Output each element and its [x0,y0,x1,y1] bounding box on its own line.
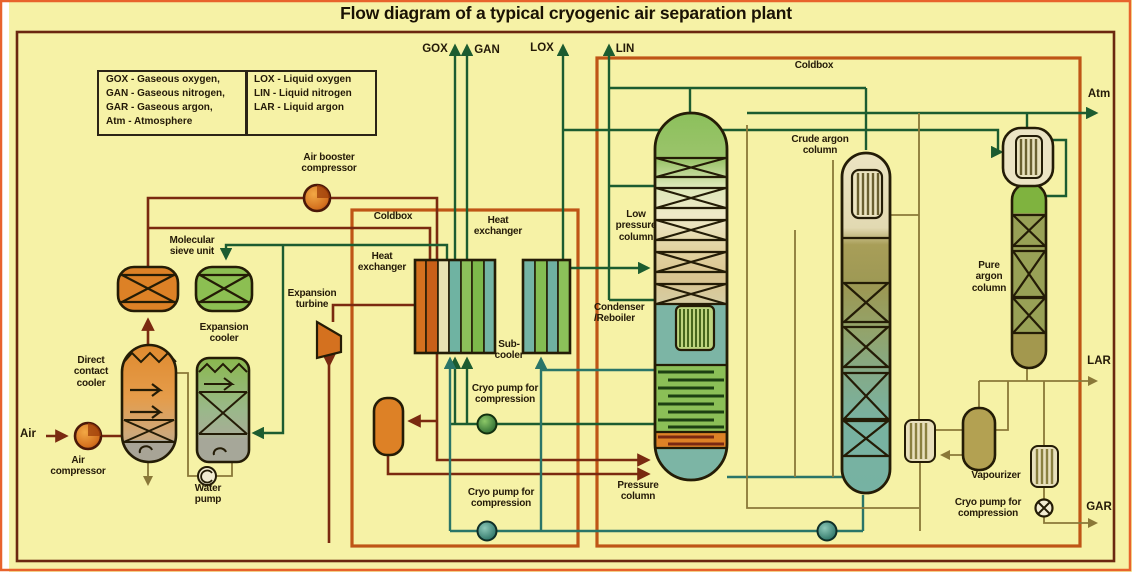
coldbox-right-outline [595,56,1082,548]
direct-contact-cooler [120,343,178,464]
stream-lin: LIN [615,43,635,55]
label-condenser-reboiler: Condenser /Reboiler [594,302,645,325]
air-booster-compressor [302,183,332,213]
pure-argon-column [1001,126,1055,370]
label-direct-contact-cooler: Direct contact cooler [73,355,109,389]
stream-air-in: Air [20,428,36,440]
condenser-reboiler [674,304,716,352]
legend-item: GOX - Gaseous oxygen, [106,74,220,85]
stream-gar: GAR [1086,501,1112,513]
label-air-booster-compressor: Air booster compressor [301,152,357,175]
stream-gan: GAN [474,44,500,56]
legend: GOX - Gaseous oxygen, GAN - Gaseous nitr… [97,70,377,136]
crude-argon-column [840,151,892,495]
pressure-column-section [658,370,724,429]
label-coldbox-left: Coldbox [373,211,413,222]
label-heat-exchanger-2: Heat exchanger [473,215,523,238]
label-pressure-column: Pressure column [617,480,659,503]
label-expansion-turbine: Expansion turbine [287,288,337,311]
argon-exchanger-b [1030,445,1059,488]
low-pressure-column [653,111,729,482]
main-border [15,30,1116,563]
legend-item: GAN - Gaseous nitrogen, [106,88,225,99]
heat-exchanger-1 [413,258,497,355]
legend-item: Atm - Atmosphere [106,116,193,127]
label-water-pump: Water pump [194,483,222,506]
legend-item: LOX - Liquid oxygen [254,74,352,85]
cryo-pump-crude [816,520,838,542]
label-low-pressure-column: Low pressure column [615,209,657,243]
stream-atm: Atm [1087,88,1111,100]
cryo-pump-lox [476,413,498,435]
argon-exchanger-a [904,419,936,463]
stream-lar: LAR [1087,355,1111,367]
legend-divider [245,72,248,134]
label-cryo-pump-lox: Cryo pump for compression [471,383,539,406]
coldbox-left-outline [350,208,580,548]
label-air-compressor: Air compressor [50,455,106,478]
expansion-cooler [195,356,251,464]
legend-item: LIN - Liquid nitrogen [254,88,352,99]
label-heat-exchanger-1: Heat exchanger [357,251,407,274]
label-expansion-cooler: Expansion cooler [199,322,249,345]
cryo-pump-lar [1034,498,1054,518]
crude-argon-condenser [850,168,884,220]
label-vapourizer: Vapourizer [971,470,1021,481]
label-crude-argon-column: Crude argon column [791,134,849,157]
expansion-turbine [315,320,343,360]
separator-vessel [372,396,405,457]
cryo-pump-lin [476,520,498,542]
water-pump [197,466,217,486]
label-molecular-sieve-unit: Molecular sieve unit [169,235,215,258]
pure-argon-condenser [1001,126,1055,188]
pipes-argon-olive [142,113,1099,531]
molecular-sieve-beds [116,265,254,313]
legend-item: GAR - Gaseous argon, [106,102,213,113]
label-sub-cooler: Sub- cooler [494,339,524,362]
heat-exchanger-2 [521,258,572,355]
stream-gox: GOX [422,43,448,55]
page-title: Flow diagram of a typical cryogenic air … [340,3,792,23]
stream-lox: LOX [530,42,554,54]
label-cryo-pump-lar: Cryo pump for compression [954,497,1022,520]
label-coldbox-right: Coldbox [794,60,834,71]
air-compressor [73,421,103,451]
vapourizer-vessel [961,406,997,472]
label-pure-argon-column: Pure argon column [971,260,1007,294]
pipes-air-maroon [46,196,651,543]
label-cryo-pump-lin: Cryo pump for compression [467,487,535,510]
legend-item: LAR - Liquid argon [254,102,344,113]
